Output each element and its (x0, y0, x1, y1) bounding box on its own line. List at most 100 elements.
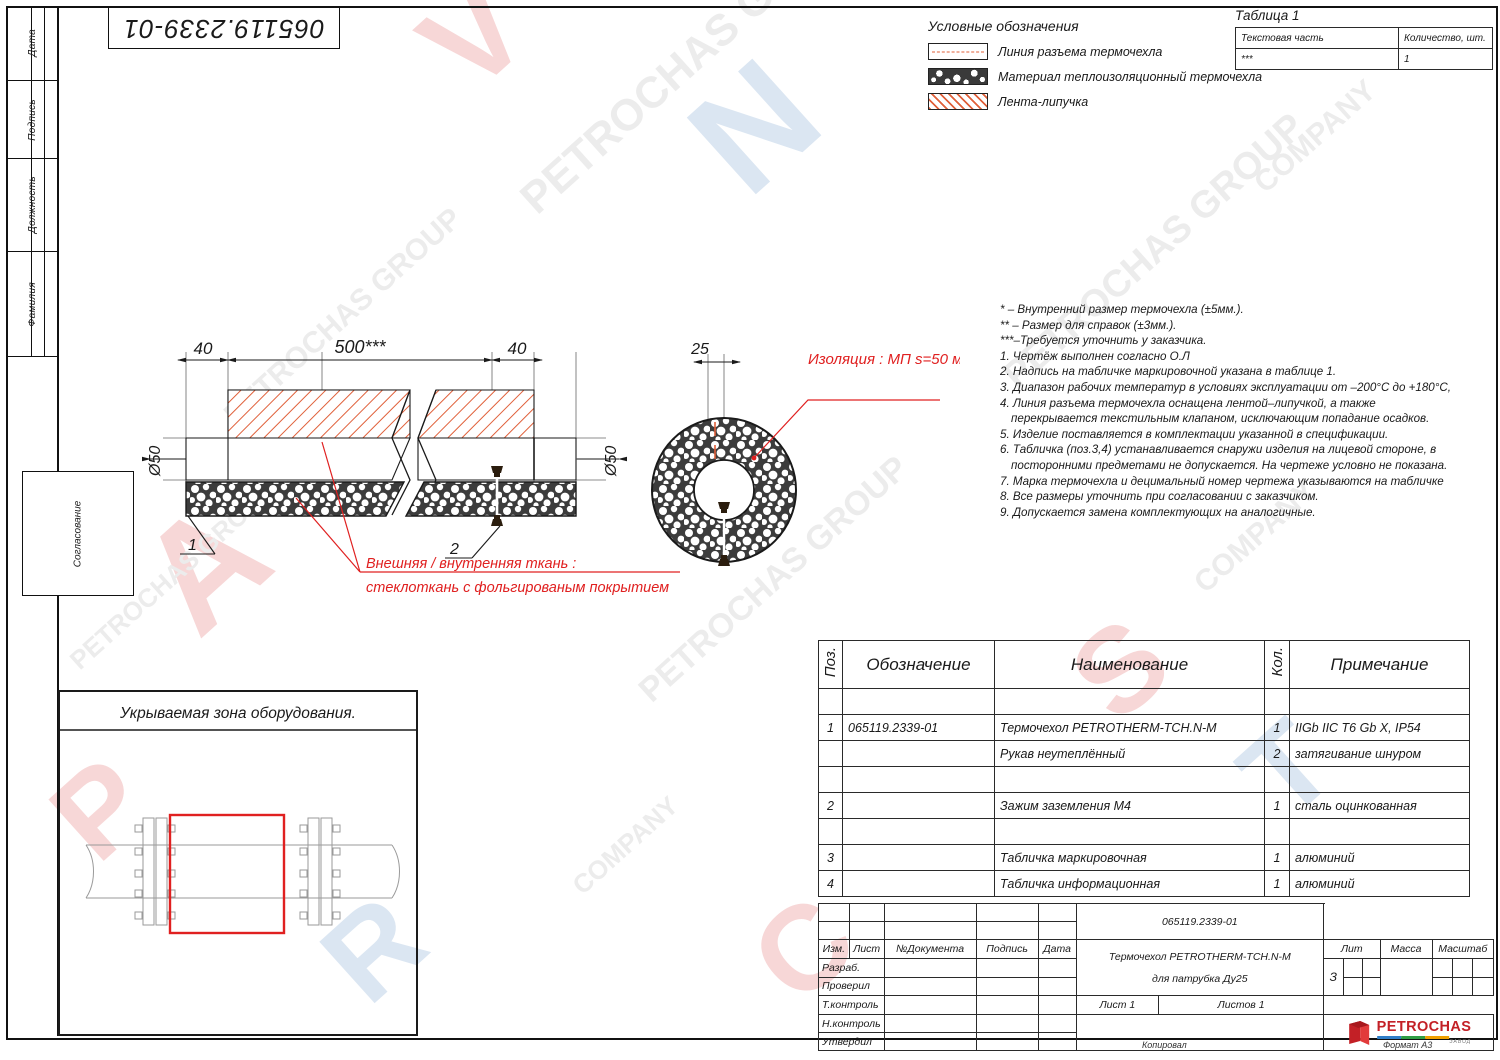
dim-diameter-right: Ø50 (603, 446, 620, 477)
table1-header-text-part: Текстовая часть (1235, 27, 1399, 49)
tb-masshtab-cell (1432, 976, 1453, 995)
tb-header-lit: Лит (1324, 940, 1381, 958)
tb-blank (1432, 922, 1494, 940)
title-block-row: Т.контроль Лист 1 Листов 1 (818, 995, 1494, 1015)
book-icon (1346, 1020, 1372, 1046)
tb-role-date[interactable] (1037, 995, 1077, 1015)
spec-cell-designation: 065119.2339-01 (842, 714, 995, 741)
note-line: ** – Размер для справок (±3мм.). (1000, 318, 1177, 332)
tb-blank (1037, 903, 1077, 922)
tb-role-signature[interactable] (975, 1032, 1039, 1051)
dim-diameter-left: Ø50 (147, 446, 164, 477)
note-line: 1. Чертёж выполнен согласно О.Л (1000, 349, 1190, 363)
specification-table: Поз. Обозначение Наименование Кол. Приме… (818, 640, 1470, 897)
logo-wordmark: PETROCHAS (1376, 1019, 1472, 1035)
tb-role-signature[interactable] (975, 958, 1039, 978)
tb-role-signature[interactable] (975, 1014, 1039, 1033)
drawing-number-box-top: 065119.2339-01 (108, 7, 340, 49)
tb-lit-cell (1362, 976, 1381, 995)
legend-label-insulation: Материал теплоизоляционный термочехла (998, 69, 1263, 84)
table-row: Рукав неутеплённый 2 затягивание шнуром (818, 740, 1470, 767)
tb-lit-massa-masshtab-header: Лит Масса Масштаб (1323, 939, 1494, 959)
tb-role-date[interactable] (1037, 976, 1077, 996)
title-block-row: Н.контроль PETROCHAS (818, 1014, 1494, 1051)
tb-blank (1380, 922, 1432, 940)
dim-center-500: 500*** (334, 337, 386, 357)
table-row: 3 Табличка маркировочная 1 алюминий (818, 844, 1470, 871)
left-margin-row-date: Дата (6, 6, 58, 81)
tb-blank (883, 921, 977, 940)
spec-cell-designation (842, 870, 995, 897)
footer-copied-label: Копировал (1142, 1040, 1187, 1050)
spec-cell-pos (818, 818, 843, 845)
title-block-row: 065119.2339-01 (818, 903, 1494, 940)
main-assembly-drawing: 40 500*** 40 Ø50 Ø50 1 2 25 Изоляция : М… (142, 337, 960, 596)
tb-blank (975, 921, 1039, 940)
footer-format-label: Формат А3 (1383, 1040, 1433, 1050)
tb-blank (1037, 921, 1077, 940)
note-line: ***–Требуется уточнить у заказчика. (1000, 334, 1207, 348)
insulation-material-swatch-icon (928, 68, 988, 85)
left-margin-label-position: Должность (26, 176, 38, 234)
tb-lit-cell (1343, 976, 1363, 995)
tb-role-date[interactable] (1037, 1014, 1077, 1033)
tb-role-value[interactable] (883, 995, 977, 1015)
spec-cell-name: Термочехол PETROTHERM-TCH.N-M (994, 714, 1265, 741)
spec-cell-pos: 3 (818, 844, 843, 871)
tb-masshtab-cell (1472, 959, 1493, 977)
spec-cell-note: алюминий (1289, 870, 1470, 897)
spec-cell-qty (1264, 766, 1290, 793)
spec-cell-note: алюминий (1289, 844, 1470, 871)
spec-cell-qty: 1 (1264, 870, 1290, 897)
left-margin-table: Дата Подпись Должность Фамилия (6, 6, 58, 471)
spec-cell-name: Табличка информационная (994, 870, 1265, 897)
tb-role-value[interactable] (883, 1032, 977, 1051)
tb-role-signature[interactable] (975, 976, 1039, 996)
spec-header-qty: Кол. (1264, 640, 1290, 689)
tb-role-value[interactable] (883, 958, 977, 978)
tb-product-line2: для патрубка Ду25 (1152, 972, 1248, 985)
note-line: 9. Допускается замена комплектующих на а… (1000, 505, 1316, 519)
note-line: * – Внутренний размер термочехла (±5мм.)… (1000, 303, 1244, 316)
tb-blank (1324, 904, 1380, 922)
spec-cell-note: IIGb IIC T6 Gb X, IP54 (1289, 714, 1470, 741)
tb-value-lit: З (1324, 959, 1344, 995)
spec-cell-qty: 1 (1264, 714, 1290, 741)
tb-role-date[interactable] (1037, 958, 1077, 978)
spec-cell-qty: 2 (1264, 740, 1290, 767)
spec-header-pos: Поз. (818, 640, 843, 689)
tb-blank (883, 903, 977, 922)
left-margin-label-date: Дата (26, 29, 38, 57)
tb-sheet-total: Листов 1 (1217, 999, 1265, 1011)
spec-header-designation: Обозначение (842, 640, 995, 689)
note-line: 3. Диапазон рабочих температур в условия… (1000, 380, 1451, 394)
legend-block: Условные обозначения Линия разъема термо… (928, 18, 1262, 118)
spec-cell-designation (842, 844, 995, 871)
spec-cell-pos: 1 (818, 714, 843, 741)
note-line: 7. Марка термочехла и децимальный номер … (1000, 474, 1444, 488)
table-row: 4 Табличка информационная 1 алюминий (818, 870, 1470, 897)
tb-role-signature[interactable] (975, 995, 1039, 1015)
legend-item-insulation: Материал теплоизоляционный термочехла (928, 68, 1262, 85)
spec-cell-designation (842, 688, 995, 715)
tb-role-razrab: Разраб. (818, 958, 885, 978)
legend-label-split-line: Линия разъема термочехла (998, 44, 1163, 59)
tb-header-izm: Изм. (818, 939, 850, 959)
dim-left-40: 40 (194, 339, 213, 358)
tb-role-nkontrol: Н.контроль (818, 1014, 885, 1033)
tb-role-value[interactable] (883, 1014, 977, 1033)
drawing-number-top: 065119.2339-01 (123, 13, 325, 44)
tb-role-value[interactable] (883, 976, 977, 996)
tb-header-doc-no: №Документа (883, 939, 977, 959)
tb-value-massa (1380, 959, 1433, 995)
note-line: 4. Линия разъема термочехла оснащена лен… (1000, 396, 1376, 410)
tb-role-date[interactable] (1037, 1032, 1077, 1051)
tb-header-signature: Подпись (975, 939, 1039, 959)
spec-header-name: Наименование (994, 640, 1265, 689)
spec-cell-note (1289, 688, 1470, 715)
spec-cell-note: сталь оцинкованная (1289, 792, 1470, 819)
callout-fabric-line1: Внешняя / внутренняя ткань : (366, 556, 576, 572)
tb-sheet-number: Лист 1 (1076, 996, 1160, 1014)
spec-cell-name: Табличка маркировочная (994, 844, 1265, 871)
table-row: 2 Зажим заземления М4 1 сталь оцинкованн… (818, 792, 1470, 819)
